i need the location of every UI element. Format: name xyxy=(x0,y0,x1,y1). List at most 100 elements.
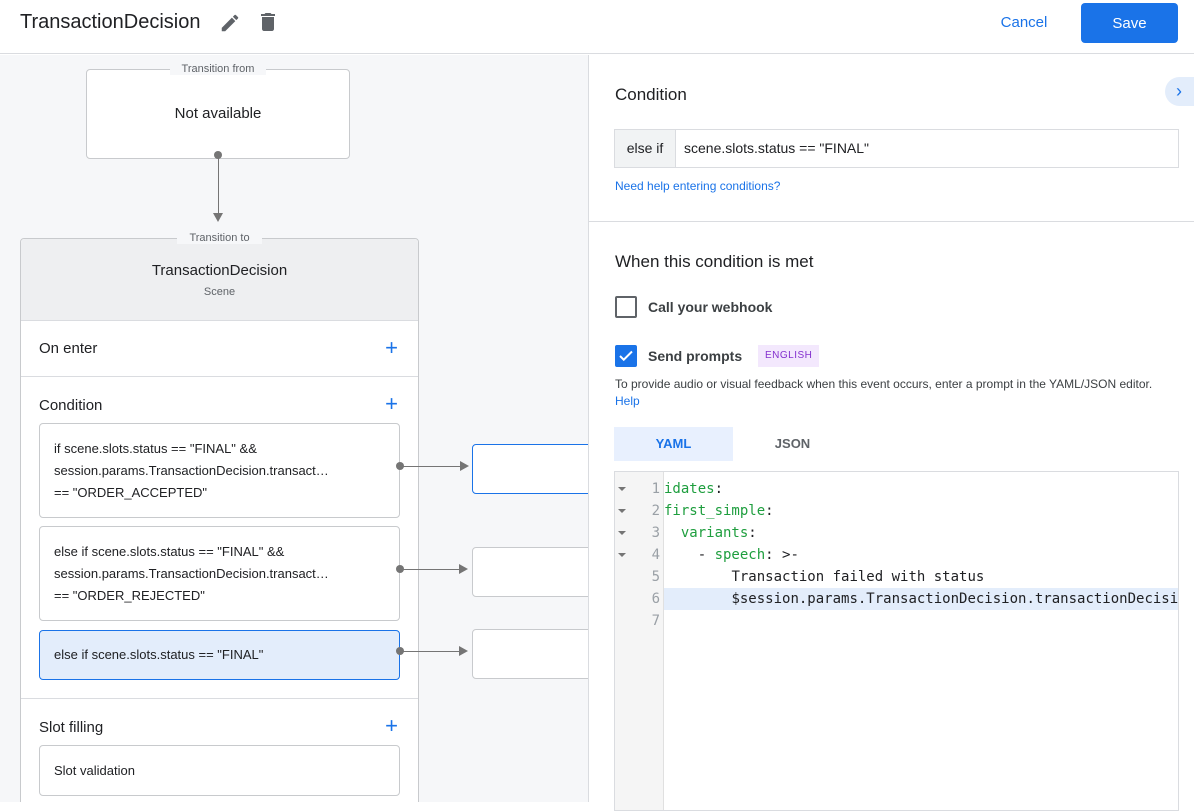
yaml-key: first_simple xyxy=(664,503,766,519)
delete-icon[interactable] xyxy=(256,10,280,34)
yaml-punct: : xyxy=(765,503,774,519)
transition-from-box: Transition from Not available xyxy=(86,63,350,159)
flow-canvas: Transition from Not available Transition… xyxy=(0,55,588,802)
transition-from-value: Not available xyxy=(174,105,262,122)
scene-type: Scene xyxy=(203,286,236,298)
condition-text: else if scene.slots.status == "FINAL" xyxy=(54,647,264,662)
connector-line xyxy=(400,466,462,467)
code-line: variants: xyxy=(664,522,1178,544)
add-slot-icon[interactable]: + xyxy=(385,713,398,738)
code-indent xyxy=(664,525,681,541)
details-panel: › Condition else if scene.slots.status =… xyxy=(588,55,1194,811)
fold-arrow-icon[interactable] xyxy=(618,509,626,513)
on-enter-label: On enter xyxy=(39,340,98,357)
webhook-checkbox[interactable] xyxy=(615,296,637,318)
collapse-panel-button[interactable]: › xyxy=(1165,77,1194,106)
page-title: TransactionDecision xyxy=(20,11,201,33)
tab-json[interactable]: JSON xyxy=(774,436,811,451)
condition-text: else if scene.slots.status == "FINAL" && xyxy=(54,543,285,559)
slot-filling-label: Slot filling xyxy=(39,719,104,736)
arrow-right-icon xyxy=(459,564,468,574)
arrow-right-icon xyxy=(459,646,468,656)
fold-arrow-icon[interactable] xyxy=(618,553,626,557)
check-icon xyxy=(619,350,633,362)
code-indent xyxy=(664,591,731,607)
scene-name: TransactionDecision xyxy=(151,262,288,279)
condition-text: session.params.TransactionDecision.trans… xyxy=(54,462,329,478)
slot-validation-card[interactable]: Slot validation xyxy=(39,745,400,796)
connector-line xyxy=(400,651,460,652)
yaml-punct: : >- xyxy=(765,547,799,563)
cancel-button[interactable]: Cancel xyxy=(984,8,1064,36)
editor-gutter xyxy=(615,472,664,810)
scene-header[interactable]: Transition to TransactionDecision Scene xyxy=(21,232,418,320)
transition-to-legend: Transition to xyxy=(177,232,262,244)
condition-help-link[interactable]: Need help entering conditions? xyxy=(615,179,781,193)
fold-arrow-icon[interactable] xyxy=(618,531,626,535)
yaml-key: speech xyxy=(714,547,766,563)
code-line xyxy=(664,610,1178,632)
help-link[interactable]: Help xyxy=(615,394,640,408)
fold-arrow-icon[interactable] xyxy=(618,487,626,491)
line-number: 6 xyxy=(651,591,660,607)
connector-line xyxy=(218,157,219,215)
yaml-punct: : xyxy=(748,525,757,541)
transition-target[interactable] xyxy=(472,547,588,597)
condition-text: == "ORDER_ACCEPTED" xyxy=(54,484,207,500)
chevron-right-icon: › xyxy=(1176,81,1182,101)
condition-section: Condition + if scene.slots.status == "FI… xyxy=(21,376,418,698)
line-number: 4 xyxy=(651,547,660,563)
condition-input[interactable]: scene.slots.status == "FINAL" xyxy=(684,140,870,156)
code-indent: - xyxy=(664,547,715,563)
line-number: 1 xyxy=(651,481,660,497)
yaml-key: variants xyxy=(680,525,749,541)
description-text: To provide audio or visual feedback when… xyxy=(615,377,1153,391)
on-enter-section[interactable]: On enter + xyxy=(21,320,418,376)
condition-input-row: else if scene.slots.status == "FINAL" xyxy=(614,129,1179,168)
code-line: Transaction failed with status xyxy=(664,566,1178,588)
prompts-label: Send prompts xyxy=(648,348,743,364)
connector-dot xyxy=(214,151,222,159)
condition-text: if scene.slots.status == "FINAL" && xyxy=(54,440,257,456)
yaml-text: $session.params.TransactionDecision.tran… xyxy=(731,591,1178,607)
slot-filling-section: Slot filling + Slot validation xyxy=(21,698,418,802)
code-line: $session.params.TransactionDecision.tran… xyxy=(664,588,1178,610)
condition-text: == "ORDER_REJECTED" xyxy=(54,587,205,603)
prompt-description: To provide audio or visual feedback when… xyxy=(615,376,1175,410)
transition-target[interactable] xyxy=(472,444,588,494)
code-indent xyxy=(664,569,731,585)
code-line: - speech: >- xyxy=(664,544,1178,566)
divider xyxy=(589,221,1194,222)
condition-label: Condition xyxy=(39,397,103,414)
prompts-checkbox[interactable] xyxy=(615,345,637,367)
edit-icon[interactable] xyxy=(219,12,241,34)
line-number: 2 xyxy=(651,503,660,519)
condition-card-selected[interactable]: else if scene.slots.status == "FINAL" xyxy=(39,630,400,680)
add-condition-icon[interactable]: + xyxy=(385,391,398,416)
condition-card[interactable]: else if scene.slots.status == "FINAL" &&… xyxy=(39,526,400,621)
transition-target[interactable] xyxy=(472,629,588,679)
condition-card[interactable]: if scene.slots.status == "FINAL" && sess… xyxy=(39,423,400,518)
condition-heading: Condition xyxy=(615,85,687,104)
yaml-punct: : xyxy=(714,481,724,497)
header: TransactionDecision Cancel Save xyxy=(0,0,1194,54)
add-on-enter-icon[interactable]: + xyxy=(385,335,398,360)
condition-prefix: else if xyxy=(615,130,676,167)
slot-validation-label: Slot validation xyxy=(54,762,135,778)
scene-box: Transition to TransactionDecision Scene … xyxy=(20,232,419,802)
code-line: idates: xyxy=(664,478,1178,500)
save-button[interactable]: Save xyxy=(1081,3,1178,43)
arrow-down-icon xyxy=(213,213,223,222)
line-number: 7 xyxy=(651,613,660,629)
tab-yaml[interactable]: YAML xyxy=(614,427,733,461)
arrow-right-icon xyxy=(460,461,469,471)
line-number: 5 xyxy=(651,569,660,585)
active-line-highlight xyxy=(664,588,1178,610)
connector-line xyxy=(400,569,460,570)
met-heading: When this condition is met xyxy=(615,252,814,271)
line-number: 3 xyxy=(651,525,660,541)
webhook-label: Call your webhook xyxy=(648,299,773,315)
yaml-key: idates xyxy=(664,481,715,497)
language-badge: ENGLISH xyxy=(758,345,820,367)
